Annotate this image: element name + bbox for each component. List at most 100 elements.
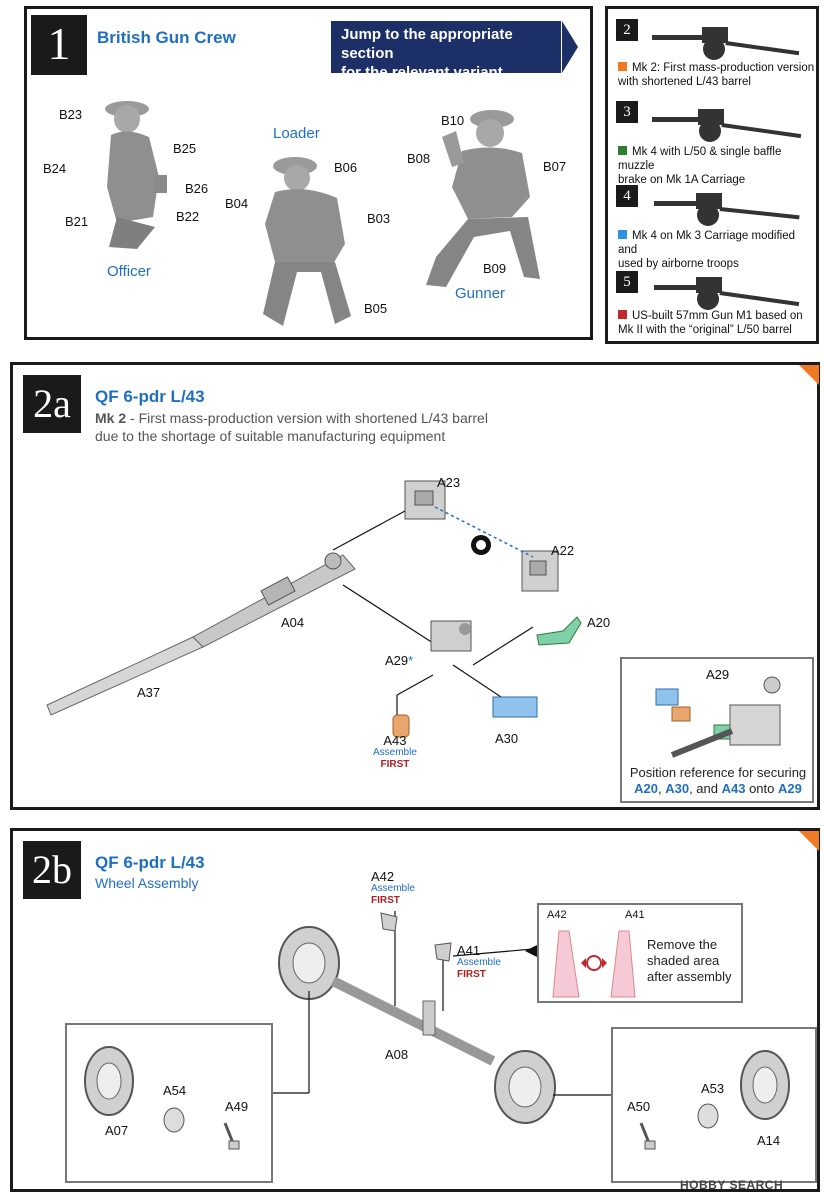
gun-icon [652,109,802,142]
left-wheel-detail-box: A07 A54 A49 [65,1023,273,1183]
part-a07-label: A07 [105,1123,129,1138]
step1-panel: 1 British Gun Crew Jump to the appropria… [24,6,593,340]
gun-icon [654,277,800,310]
part-a08-label: A08 [385,1047,409,1062]
position-reference-box: A29 Position reference for securing A20,… [620,657,814,803]
part-a53-label: A53 [701,1081,725,1096]
ref-a29-label: A29 [706,667,730,682]
part-b03: B03 [367,211,391,226]
part-a37-label: A37 [137,685,161,700]
step-title: QF 6-pdr L/43 [95,387,205,406]
gunner-figure [426,110,540,287]
part-a54-label: A54 [163,1083,187,1098]
hub-a54-shape [163,1107,185,1133]
step-number: 2b [23,841,81,899]
box-a41-label: A41 [625,909,645,921]
part-a14-label: A14 [757,1133,781,1148]
right-wheel-detail-box: A50 A53 A14 [611,1027,817,1183]
part-b22: B22 [176,209,200,224]
part-a30-label: A30 [495,731,519,746]
part-b09: B09 [483,261,507,276]
part-b25: B25 [173,141,197,156]
part-a23-shape [404,480,446,520]
part-b05: B05 [364,301,388,316]
step-title: QF 6-pdr L/43 [95,853,205,872]
corner-tab [799,365,819,385]
color-swatch [618,310,627,319]
rotate-icon [471,535,491,555]
part-b10: B10 [441,113,465,128]
loader-label: Loader [273,125,320,142]
part-a30-shape [492,696,538,718]
ref-caption: Position reference for securing A20, A30… [629,765,807,796]
part-a22-label: A22 [551,543,575,558]
jump-line1: Jump to the appropriate section [341,26,513,62]
part-a49-label: A49 [225,1099,249,1114]
step2b-panel: 2b QF 6-pdr L/43 Wheel Assembly A42 Asse… [10,828,820,1192]
barrel-assembly [46,552,356,716]
variant-desc: Mk 2: First mass-production version with… [618,62,815,88]
part-a50-label: A50 [627,1099,651,1114]
part-b06: B06 [334,160,358,175]
part-a20-shape [536,616,582,646]
variant-number[interactable]: 2 [616,19,638,41]
wheel-axle-assembly [273,911,613,1124]
loader-figure [263,157,351,326]
pin-a49-shape [223,1122,240,1150]
gun-icon [652,27,800,60]
dashed-link [434,506,534,558]
part-a29-label: A29* [385,653,414,668]
part-b24: B24 [43,161,67,176]
part-b08: B08 [407,151,431,166]
variant-desc: Mk 4 on Mk 3 Carriage modified and used … [618,230,795,270]
color-swatch [618,62,627,71]
pin-a50-shape [639,1122,656,1150]
step-subtitle: Wheel Assembly [95,875,199,891]
variant-number[interactable]: 4 [616,185,638,207]
corner-tab [799,831,819,851]
officer-label: Officer [107,263,151,280]
variant-mk: Mk 2 [95,410,127,426]
part-a42-label: A42 Assemble FIRST [371,869,415,906]
part-b23: B23 [59,107,83,122]
part-a43-shape [392,714,410,738]
part-b07: B07 [543,159,567,174]
officer-figure [105,101,167,249]
variants-panel: 2 Mk 2: First mass-production version wi… [605,6,819,344]
step-title: British Gun Crew [97,28,236,47]
color-swatch [618,230,627,239]
step2a-panel: 2a QF 6-pdr L/43 Mk 2 - First mass-produ… [10,362,820,810]
variant-desc: Mk 4 with L/50 & single baffle muzzle br… [618,146,782,186]
part-a43-label: A43 Assemble FIRST [373,733,417,770]
part-b21: B21 [65,214,89,229]
part-a20-label: A20 [587,615,611,630]
watermark: HOBBY SEARCH [680,1178,784,1192]
jump-banner: Jump to the appropriate section for the … [331,21,561,81]
jump-arrow-tip [562,21,578,73]
part-a41-shape [434,942,452,962]
step-subtitle: Mk 2 - First mass-production version wit… [95,410,488,444]
part-a42-shape [380,912,398,932]
part-a04-label: A04 [281,615,305,630]
variant-number[interactable]: 3 [616,101,638,123]
color-swatch [618,146,627,155]
hub-a53-shape [697,1103,719,1129]
part-b04: B04 [225,196,249,211]
gun-icon [654,193,800,226]
wheel-a07-shape [84,1046,134,1116]
shaded-area-diagram [552,930,636,998]
part-b26: B26 [185,181,209,196]
ref-diagram [655,676,781,758]
variant-number[interactable]: 5 [616,271,638,293]
remove-shaded-box: A42 A41 Remove the shaded area after ass… [537,903,743,1003]
wheel-a14-shape [740,1050,790,1120]
step-number: 2a [23,375,81,433]
part-a23-label: A23 [437,475,461,490]
box-a42-label: A42 [547,909,567,921]
step-number: 1 [31,15,87,75]
jump-line2: for the relevant variant [341,64,503,81]
gunner-label: Gunner [455,285,506,302]
part-a22-shape [521,550,559,592]
remove-caption: Remove the shaded area after assembly [647,937,732,984]
part-a29-shape [430,620,472,652]
